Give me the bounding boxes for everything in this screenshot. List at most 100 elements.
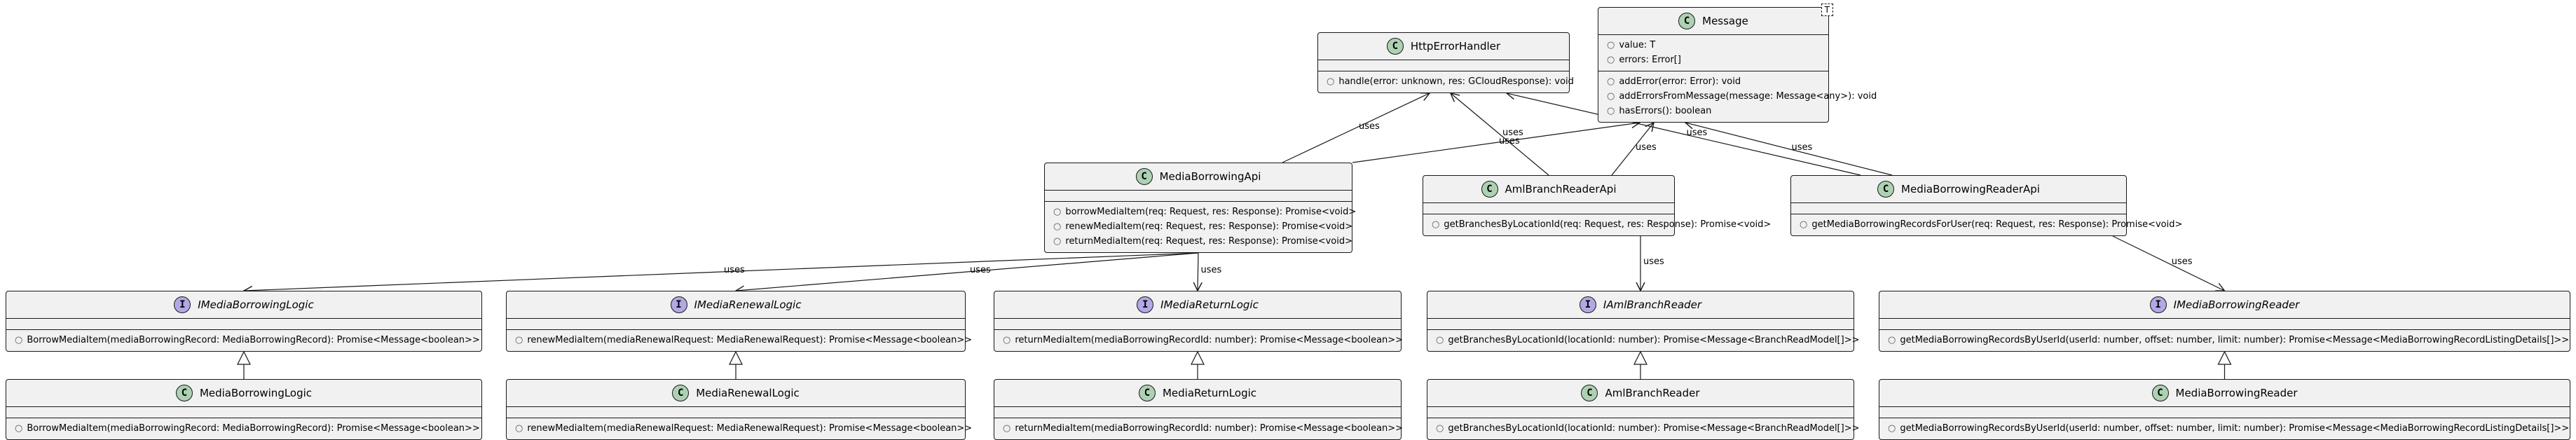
method: ○ addError(error: Error): void (1598, 74, 1828, 89)
field: ○errors: Error[] (1598, 53, 1828, 67)
class-stereotype-icon: C (1386, 38, 1404, 55)
uses-edge (1611, 123, 1654, 176)
methods-compartment: ○ getMediaBorrowingRecordsByUserId(userId… (1879, 418, 2570, 439)
class-stereotype-icon: C (1481, 181, 1498, 198)
method-signature: renewMediaItem(mediaRenewalRequest: Medi… (527, 423, 973, 434)
methods-compartment: ○returnMediaItem(mediaBorrowingRecordId:… (994, 418, 1403, 439)
public-visibility-icon: ○ (1607, 76, 1615, 87)
method-signature: borrowMediaItem(req: Request, res: Respo… (1065, 207, 1357, 217)
methods-compartment: ○BorrowMediaItem(mediaBorrowingRecord: M… (6, 418, 481, 439)
fields-compartment (1318, 60, 1569, 71)
uses-edge (244, 252, 1199, 291)
class-name: MediaRenewalLogic (696, 387, 800, 399)
methods-compartment: ○getBranchesByLocationId(locationId: num… (1427, 329, 1859, 351)
public-visibility-icon: ○ (1607, 106, 1615, 116)
methods-compartment: ○ getBranchesByLocationId(req: Request, r… (1423, 214, 1771, 235)
fields-compartment (1791, 202, 2126, 214)
interface-stereotype-icon: I (2149, 296, 2167, 313)
fields-compartment (1427, 406, 1854, 418)
public-visibility-icon: ○ (1053, 236, 1062, 247)
method: ○hasErrors(): boolean (1598, 104, 1828, 118)
method-signature: addErrorsFromMessage(message: Message<an… (1619, 91, 1877, 102)
class-header: C AmlBranchReaderApi (1423, 176, 1674, 202)
public-visibility-icon: ○ (1607, 40, 1615, 50)
uses-edge (1282, 93, 1430, 163)
method: ○handle(error: unknown, res: GCloudRespo… (1318, 74, 1574, 89)
uses-edge (2112, 235, 2225, 291)
public-visibility-icon: ○ (15, 335, 23, 345)
public-visibility-icon: ○ (515, 335, 523, 345)
method: ○getMediaBorrowingRecordsByUserId(userId… (1879, 333, 2570, 348)
method: ○ getBranchesByLocationId(req: Request, r… (1423, 217, 1771, 232)
fields-compartment (1879, 406, 2570, 418)
method-signature: getBranchesByLocationId(req: Request, re… (1444, 219, 1772, 230)
class-header: C HttpErrorHandler (1318, 33, 1569, 60)
public-visibility-icon: ○ (1436, 423, 1444, 434)
fields-compartment (1045, 190, 1352, 201)
class-name: MediaBorrowingLogic (199, 387, 313, 399)
method: ○getMediaBorrowingRecordsForUser(req: Re… (1791, 217, 2182, 232)
class-name: IAmlBranchReader (1603, 298, 1702, 311)
uses-edge-label: uses (1502, 127, 1523, 138)
fields-compartment (1423, 202, 1674, 214)
method-signature: returnMediaItem(mediaBorrowingRecordId: … (1015, 335, 1404, 345)
method: ○returnMediaItem(mediaBorrowingRecordId:… (994, 421, 1403, 436)
method: ○ getBranchesByLocationId(locationId: num… (1427, 421, 1859, 436)
interface-stereotype-icon: I (670, 296, 687, 313)
interface-stereotype-icon: I (174, 296, 191, 313)
field-text: value: T (1619, 40, 1656, 50)
uses-edge-label: uses (1499, 135, 1520, 146)
uses-edge (1451, 93, 1549, 176)
method-signature: returnMediaItem(req: Request, res: Respo… (1065, 236, 1353, 247)
public-visibility-icon: ○ (1888, 423, 1896, 434)
method: ○getBranchesByLocationId(locationId: num… (1427, 333, 1859, 348)
method: ○ getMediaBorrowingRecordsByUserId(userId… (1879, 421, 2570, 436)
method-signature: renewMediaItem(req: Request, res: Respon… (1065, 221, 1353, 232)
public-visibility-icon: ○ (1053, 221, 1062, 232)
uses-edge (1685, 123, 1893, 176)
class-name: HttpErrorHandler (1410, 40, 1501, 53)
method-signature: BorrowMediaItem(mediaBorrowingRecord: Me… (27, 335, 480, 345)
method-signature: getBranchesByLocationId(locationId: numb… (1448, 423, 1860, 434)
interface-stereotype-icon: I (1137, 296, 1154, 313)
class-name: MediaBorrowingApi (1159, 170, 1261, 183)
public-visibility-icon: ○ (1327, 76, 1335, 87)
class-stereotype-icon: C (1138, 385, 1156, 401)
methods-compartment: ○returnMediaItem(mediaBorrowingRecordId:… (994, 329, 1404, 351)
public-visibility-icon: ○ (1432, 219, 1440, 230)
method-signature: addError(error: Error): void (1619, 76, 1741, 87)
class-name: MediaBorrowingReader (2175, 387, 2298, 399)
class-stereotype-icon: C (1581, 385, 1598, 401)
class-name: AmlBranchReaderApi (1505, 183, 1617, 195)
methods-compartment: ○getMediaBorrowingRecordsForUser(req: Re… (1791, 214, 2182, 235)
method-signature: BorrowMediaItem(mediaBorrowingRecord: Me… (27, 423, 480, 434)
class-media-borrowing-logic: C MediaBorrowingLogic ○BorrowMediaItem(med… (6, 379, 482, 440)
uses-edge-label: uses (1686, 127, 1708, 138)
methods-compartment: ○ getBranchesByLocationId(locationId: num… (1427, 418, 1859, 439)
method: ○renewMediaItem(mediaRenewalRequest: Med… (507, 421, 972, 436)
method-signature: getMediaBorrowingRecordsByUserId(userId:… (1900, 423, 2570, 434)
uses-edge-label: uses (1359, 121, 1380, 132)
methods-compartment: ○renewMediaItem(mediaRenewalRequest: Med… (507, 418, 972, 439)
class-name: MediaReturnLogic (1162, 387, 1257, 399)
class-http-error-handler: C HttpErrorHandler ○handle(error: unknown,… (1317, 32, 1574, 93)
uses-edge (736, 252, 1199, 291)
uses-edge-label: uses (2171, 256, 2193, 267)
uses-edge (1352, 123, 1640, 163)
public-visibility-icon: ○ (1436, 335, 1444, 345)
method: ○renewMediaItem(mediaRenewalRequest: Med… (507, 333, 972, 348)
class-stereotype-icon: C (175, 385, 193, 401)
